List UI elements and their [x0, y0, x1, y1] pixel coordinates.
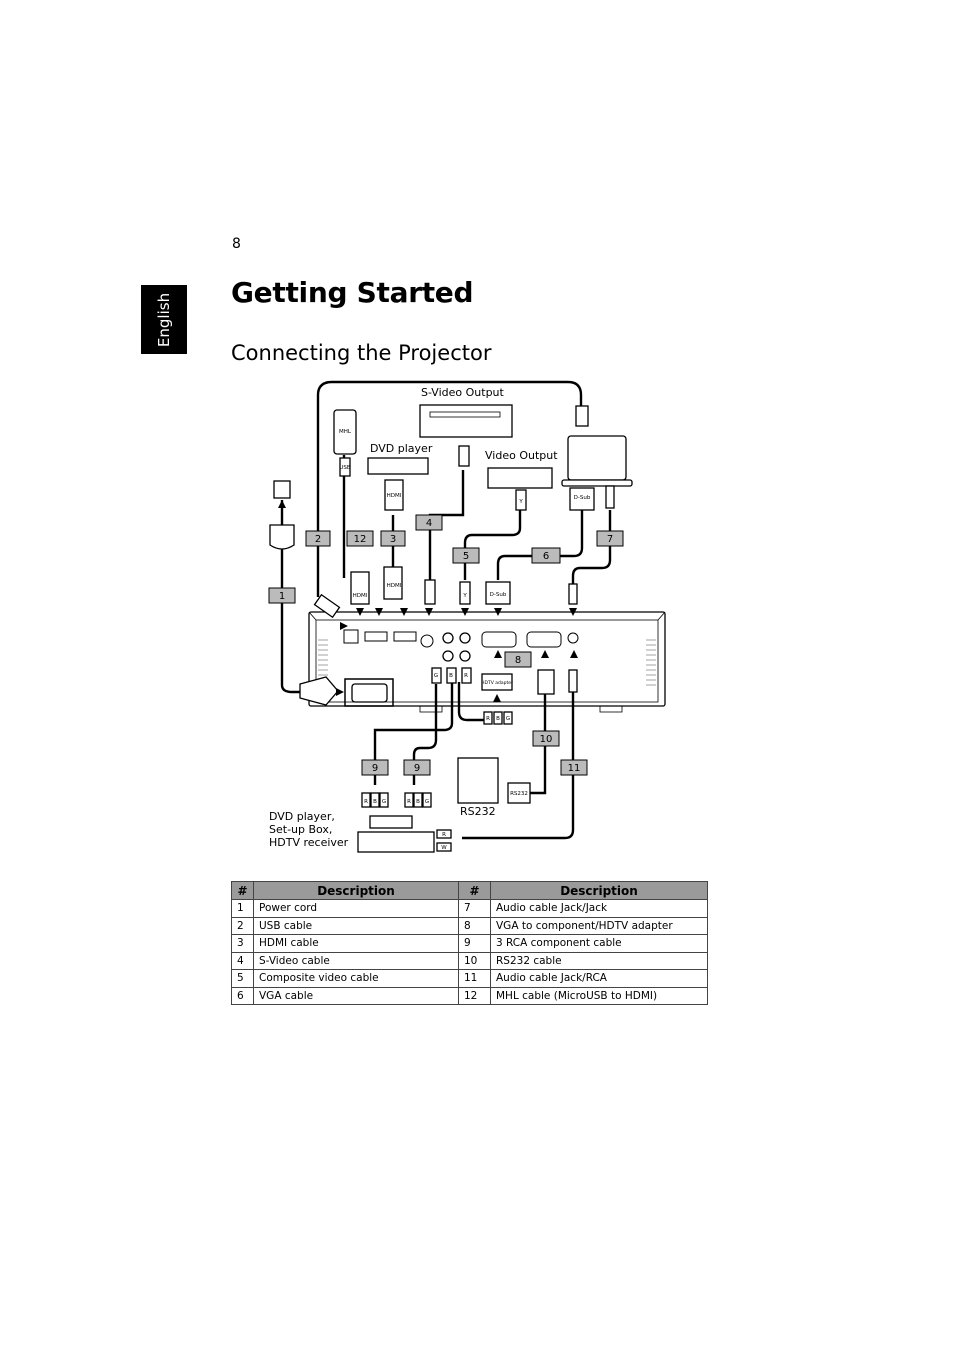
connector-labels: MHL USB HDMI HDMI HDMI D-Sub D-Sub Y Y H…	[339, 429, 591, 851]
svg-text:11: 11	[568, 763, 581, 774]
svg-text:12: 12	[354, 534, 367, 545]
rs232-label: RS232	[460, 805, 496, 818]
callout-2: 2	[305, 530, 331, 547]
svg-text:4: 4	[426, 518, 432, 529]
svg-text:10: 10	[540, 734, 553, 745]
svg-text:1: 1	[279, 591, 285, 602]
table-row: 5 Composite video cable 11 Audio cable J…	[231, 969, 708, 988]
section-title: Connecting the Projector	[231, 341, 492, 365]
svg-text:G: G	[382, 799, 386, 805]
svg-text:2: 2	[315, 534, 321, 545]
cables	[280, 380, 612, 840]
svg-text:R: R	[407, 799, 411, 805]
svg-text:USB: USB	[339, 465, 351, 471]
svg-text:5: 5	[463, 551, 469, 562]
svg-text:Y: Y	[462, 593, 467, 599]
svg-text:7: 7	[607, 534, 613, 545]
table-row: 1 Power cord 7 Audio cable Jack/Jack	[231, 899, 708, 918]
callout-9b: 9	[403, 759, 431, 776]
callout-7: 7	[596, 530, 624, 547]
svg-text:G: G	[506, 716, 510, 722]
callout-10: 10	[532, 730, 560, 747]
svg-text:D-Sub: D-Sub	[574, 495, 591, 501]
callout-8: 8	[504, 651, 532, 668]
header-num-2: #	[458, 881, 491, 900]
dvd-multi-label-2: Set-up Box,	[269, 823, 332, 836]
table-row: 3 HDMI cable 9 3 RCA component cable	[231, 934, 708, 953]
header-desc-1: Description	[253, 881, 459, 900]
svg-text:R: R	[486, 716, 490, 722]
dvd-player-label: DVD player	[370, 442, 433, 455]
page-title: Getting Started	[231, 276, 474, 309]
video-output-label: Video Output	[485, 449, 558, 462]
svg-text:G: G	[434, 673, 438, 679]
device-labels: S-Video Output DVD player Video Output R…	[269, 386, 558, 849]
svg-text:8: 8	[515, 655, 521, 666]
callout-12: 12	[346, 530, 374, 547]
callout-9a: 9	[361, 759, 389, 776]
callout-3: 3	[380, 530, 406, 547]
svg-text:B: B	[373, 799, 377, 805]
callout-1: 1	[268, 587, 296, 604]
description-table: # Description # Description 1 Power cord…	[231, 881, 708, 1005]
language-tab: English	[141, 285, 187, 354]
arrows	[278, 500, 578, 702]
svg-text:HDMI: HDMI	[353, 593, 368, 599]
table-row: 6 VGA cable 12 MHL cable (MicroUSB to HD…	[231, 986, 708, 1005]
connection-diagram: 1 2 12 3 4 5 6 7 8 9 9 10 11 S-Video Out…	[268, 380, 666, 853]
svg-text:HDMI: HDMI	[387, 493, 402, 499]
dvd-multi-label-1: DVD player,	[269, 810, 335, 823]
table-header-row: # Description # Description	[231, 881, 708, 900]
callouts: 1 2 12 3 4 5 6 7 8 9 9 10 11	[268, 514, 624, 776]
callout-6: 6	[531, 547, 561, 564]
svg-text:9: 9	[372, 763, 378, 774]
svg-text:HDMI: HDMI	[387, 583, 402, 589]
dvd-multi-label-3: HDTV receiver	[269, 836, 349, 849]
svg-text:3: 3	[390, 534, 396, 545]
table-row: 2 USB cable 8 VGA to component/HDTV adap…	[231, 916, 708, 935]
svg-text:MHL: MHL	[339, 429, 352, 435]
svg-text:R: R	[442, 832, 446, 838]
header-desc-2: Description	[490, 881, 708, 900]
svg-text:R: R	[364, 799, 368, 805]
table-row: 4 S-Video cable 10 RS232 cable	[231, 951, 708, 970]
svg-text:RS232: RS232	[510, 791, 528, 797]
svg-text:B: B	[416, 799, 420, 805]
svg-text:Y: Y	[518, 499, 523, 505]
svideo-output-label: S-Video Output	[421, 386, 505, 399]
svg-text:HDTV adapter: HDTV adapter	[481, 680, 513, 686]
svg-text:6: 6	[543, 551, 549, 562]
svg-text:B: B	[449, 673, 453, 679]
svg-text:D-Sub: D-Sub	[490, 592, 507, 598]
page-number: 8	[232, 236, 241, 252]
projector-body	[308, 611, 666, 713]
svg-text:9: 9	[414, 763, 420, 774]
callout-5: 5	[452, 547, 480, 564]
callout-4: 4	[415, 514, 443, 531]
svg-text:G: G	[425, 799, 429, 805]
header-num-1: #	[231, 881, 254, 900]
svg-text:B: B	[496, 716, 500, 722]
svg-text:W: W	[441, 845, 447, 851]
svg-text:R: R	[464, 673, 468, 679]
callout-11: 11	[560, 759, 588, 776]
